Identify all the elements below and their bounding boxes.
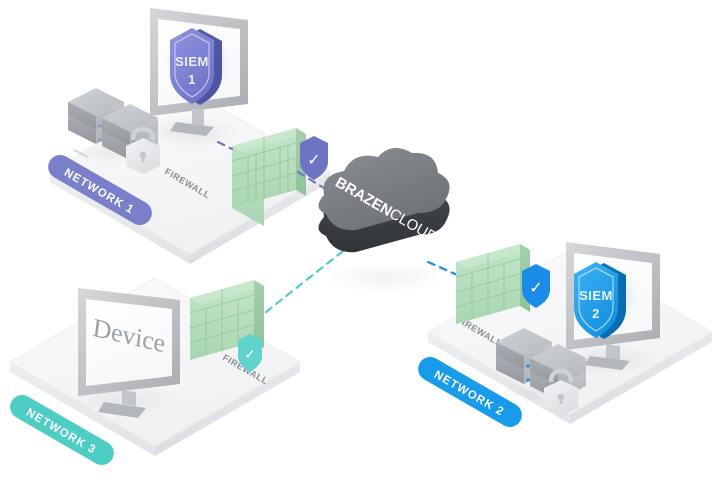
brazencloud-node[interactable]: BRAZENCLOUD [318,147,450,294]
network-1-check-glyph: ✓ [307,152,320,169]
network-2-servers[interactable] [496,328,586,416]
siem-2-label-bottom: 2 [592,306,600,321]
firewall-wall-icon [189,280,264,360]
network-2-check-glyph: ✓ [529,280,542,297]
network-2-group[interactable]: NETWORK 2 FIREWALL ✓ [414,242,713,431]
siem-1-label-top: SIEM [175,54,209,69]
siem-2-label-top: SIEM [579,288,613,303]
network-2-check-badge[interactable]: ✓ [522,264,550,308]
network-3-firewall[interactable]: FIREWALL ✓ [189,280,270,386]
network-1-group[interactable]: NETWORK 1 SIEM 1 [44,8,331,264]
firewall-wall-icon [231,128,306,226]
server-stack-back [68,88,124,159]
siem-1-shield[interactable]: SIEM 1 [170,28,222,105]
network-1-check-badge[interactable]: ✓ [300,136,328,180]
network-1-servers[interactable] [68,88,160,174]
siem-2-shield[interactable]: SIEM 2 [574,262,626,339]
network-3-check-glyph: ✓ [244,346,256,362]
network-1-monitor[interactable]: SIEM 1 [138,8,248,148]
link-network-3-to-cloud [264,242,354,314]
network-3-device-monitor[interactable]: Device [66,288,180,418]
link-network-1-internal [216,140,234,151]
siem-1-label-bottom: 1 [188,72,196,87]
network-3-check-badge[interactable]: ✓ [238,334,262,372]
network-3-group[interactable]: NETWORK 3 Device FIREWALL [6,277,301,469]
padlock-icon [544,368,578,416]
network-2-monitor[interactable]: SIEM 2 [558,242,660,375]
padlock-icon [126,126,160,174]
